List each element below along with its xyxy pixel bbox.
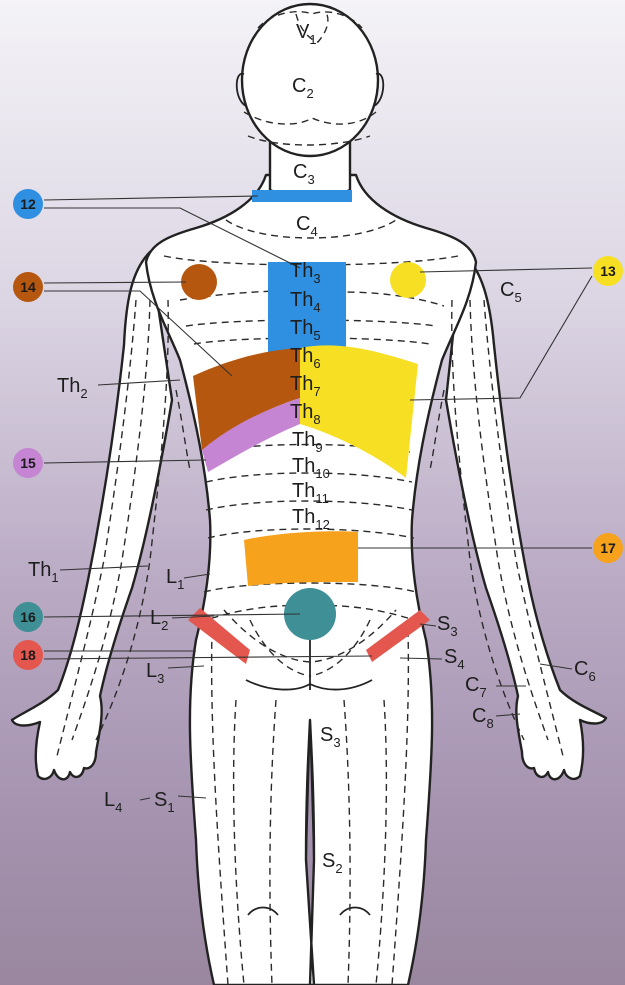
label-c5: C5: [500, 279, 522, 305]
marker-14: 14: [13, 272, 43, 302]
right-arm-outline: [446, 252, 606, 779]
head-outline: [242, 4, 378, 156]
left-arm-outline: [12, 252, 172, 779]
label-l4: L4: [104, 789, 122, 815]
marker-number: 16: [20, 609, 36, 625]
zone-13-yellow-dot: [390, 262, 426, 298]
marker-number: 14: [20, 279, 36, 295]
marker-number: 12: [20, 196, 36, 212]
label-c7: C7: [465, 674, 487, 700]
marker-16: 16: [13, 602, 43, 632]
marker-number: 17: [600, 540, 616, 556]
marker-13: 13: [593, 256, 623, 286]
label-l3: L3: [146, 660, 164, 686]
zone-12-blue-c3: [252, 190, 352, 202]
label-s3b: S3: [437, 613, 458, 639]
marker-number: 15: [20, 455, 36, 471]
marker-15: 15: [13, 448, 43, 478]
label-c6: C6: [574, 658, 596, 684]
label-s1: S1: [154, 789, 175, 815]
marker-number: 18: [20, 647, 36, 663]
marker-12: 12: [13, 189, 43, 219]
zone-14-brown-dot: [181, 264, 217, 300]
label-th1: Th1: [28, 559, 59, 585]
label-l2: L2: [150, 607, 168, 633]
label-s4: S4: [444, 646, 465, 672]
label-c8: C8: [472, 705, 494, 731]
marker-17: 17: [593, 533, 623, 563]
label-th2: Th2: [57, 375, 88, 401]
marker-number: 13: [600, 263, 616, 279]
marker-18: 18: [13, 640, 43, 670]
label-l1: L1: [166, 566, 184, 592]
zone-17-orange: [244, 531, 358, 586]
